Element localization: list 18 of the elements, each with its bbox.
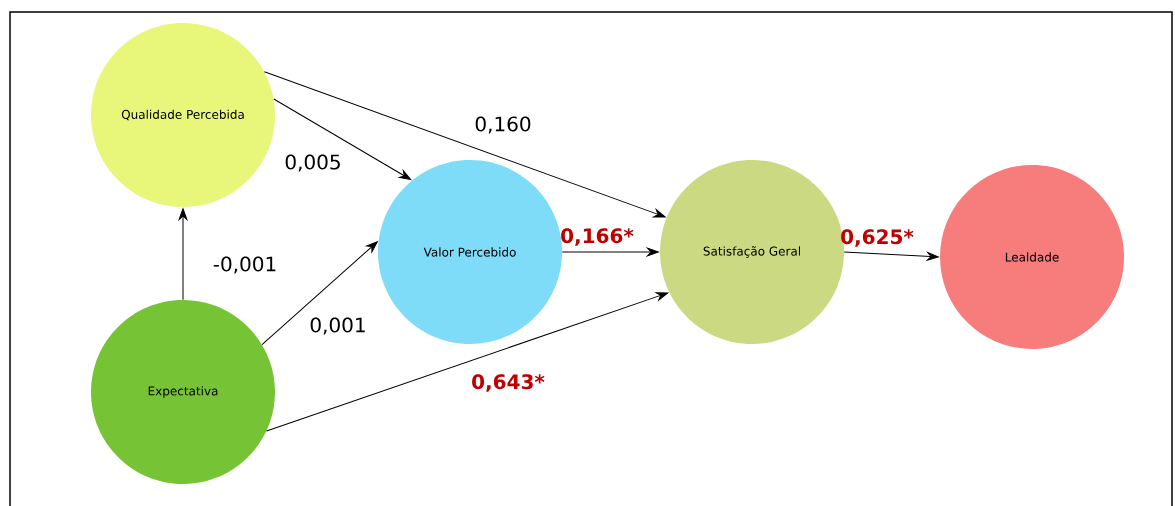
circle-node: Qualidade Percebida (91, 23, 275, 207)
edge-label: -0,001 (213, 256, 276, 274)
circle-node: Valor Percebido (378, 160, 562, 344)
arrow (178, 208, 188, 301)
arrow (561, 247, 659, 257)
arrow (263, 71, 666, 218)
arrow (266, 292, 669, 432)
edge-label: 0,005 (285, 154, 340, 172)
circle-node: Lealdade (940, 165, 1124, 349)
edge-label: 0,625* (841, 229, 914, 247)
edge-label: 0,160 (475, 116, 531, 134)
arrow (843, 251, 939, 261)
circle-node: Expectativa (91, 300, 275, 484)
edge-label: 0,001 (310, 317, 365, 335)
edge-label: 0,166* (561, 228, 634, 246)
arrow (261, 241, 378, 345)
arrow (273, 98, 412, 181)
edge-label: 0,643* (472, 374, 545, 392)
